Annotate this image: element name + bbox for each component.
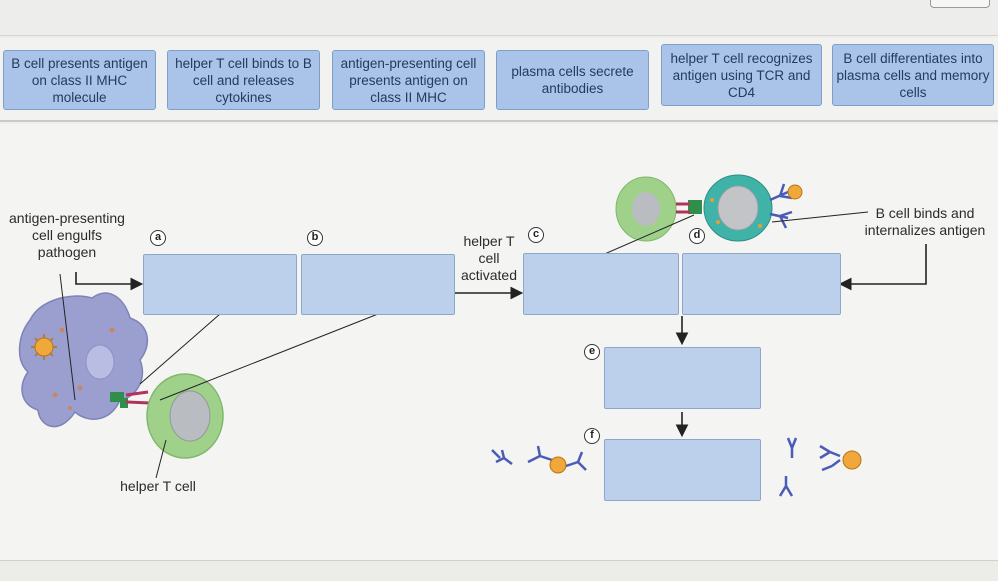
drop-zone-f[interactable]: [604, 439, 761, 501]
apc-engulfs-label: antigen-presenting cell engulfs pathogen: [9, 210, 125, 260]
drop-zone-d[interactable]: [682, 253, 841, 315]
marker-b: b: [307, 230, 323, 246]
antibody-right-icon: [778, 437, 862, 497]
marker-e: e: [584, 344, 600, 360]
label-bank: B cell presents antigen on class II MHC …: [0, 38, 998, 122]
diagram-area: [0, 124, 998, 560]
mhc-tcr-complex-icon: [110, 390, 151, 408]
apc-cell-icon: [18, 292, 149, 428]
marker-a: a: [150, 230, 166, 246]
b-cell-binds-label: B cell binds and internalizes antigen: [864, 205, 986, 238]
drop-zone-a[interactable]: [143, 254, 297, 315]
helper-t-activated-label: helper T cell activated: [460, 233, 518, 283]
helper-t-cell-upper-icon: [615, 176, 677, 242]
label-card-4[interactable]: plasma cells secrete antibodies: [496, 50, 649, 110]
marker-f: f: [584, 428, 600, 444]
marker-d: d: [689, 228, 705, 244]
drop-zone-b[interactable]: [301, 254, 455, 315]
helper-t-cell-label: helper T cell: [120, 478, 196, 494]
antibody-left-icon: [491, 445, 587, 474]
label-card-2[interactable]: helper T cell binds to B cell and releas…: [167, 50, 320, 110]
bottom-bar: [0, 560, 998, 581]
label-card-5[interactable]: helper T cell recognizes antigen using T…: [661, 44, 822, 106]
reset-button[interactable]: [930, 0, 990, 8]
bcr-antigen-icon: [769, 183, 803, 229]
label-card-3[interactable]: antigen-presenting cell presents antigen…: [332, 50, 485, 110]
drop-zone-e[interactable]: [604, 347, 761, 409]
pathogen-icon: [31, 334, 57, 360]
b-cell-icon: [676, 174, 773, 242]
label-card-1[interactable]: B cell presents antigen on class II MHC …: [3, 50, 156, 110]
drop-zone-c[interactable]: [523, 253, 679, 315]
label-card-6[interactable]: B cell differentiates into plasma cells …: [832, 44, 994, 106]
helper-t-cell-icon: [146, 373, 224, 459]
top-toolbar: [0, 0, 998, 36]
marker-c: c: [528, 227, 544, 243]
